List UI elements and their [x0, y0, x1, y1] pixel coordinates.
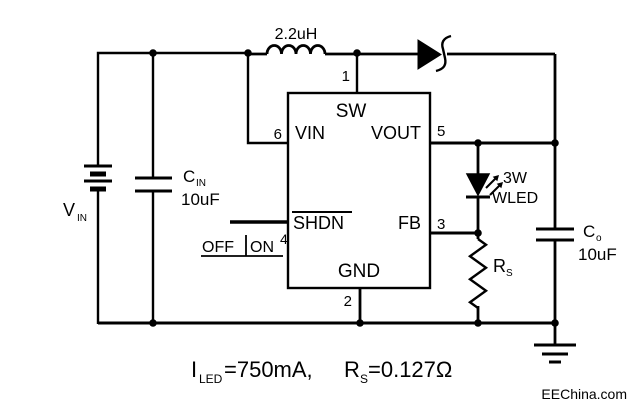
cin-label: C: [183, 167, 195, 186]
junction-dot: [149, 49, 157, 57]
wled-power-label: 3W: [503, 170, 528, 187]
junction-dot: [551, 139, 559, 147]
battery-icon: [84, 164, 112, 192]
shdn-control-annotation: OFF ON 4: [201, 231, 288, 257]
co-label: C: [583, 222, 595, 241]
inductor-value: 2.2uH: [275, 26, 318, 43]
junction-dot: [244, 49, 252, 57]
wire-top-rail: [96, 51, 248, 165]
caption-r-sub: S: [360, 372, 368, 386]
shdn-on-label: ON: [250, 239, 274, 256]
caption-i: I: [191, 357, 197, 382]
ic-pin-fb-number: 3: [437, 216, 445, 233]
ic-pin-gnd-label: GND: [338, 261, 380, 282]
junction-dot: [474, 139, 482, 147]
junction-dot: [474, 229, 482, 237]
wled-name-label: WLED: [492, 190, 538, 207]
caption: I LED =750mA, R S =0.127Ω: [191, 357, 452, 386]
shdn-off-label: OFF: [202, 239, 234, 256]
ic-pin-sw-number: 1: [342, 68, 350, 85]
led-icon: [465, 173, 503, 199]
caption-seg1: =750mA,: [224, 357, 313, 382]
inductor-icon: [265, 44, 327, 55]
junction-dot: [474, 319, 482, 327]
caption-i-sub: LED: [199, 372, 223, 386]
ic-pin-shdn-number: 4: [280, 231, 288, 247]
ic-pin-vin-number: 6: [274, 126, 282, 143]
schottky-diode-icon: [417, 34, 452, 73]
junction-dot: [149, 319, 157, 327]
wire-vin-branch: [246, 53, 288, 145]
ic-pin-vout-label: VOUT: [371, 123, 421, 143]
ic-body: [286, 91, 432, 290]
ic-pin-sw-label: SW: [336, 101, 367, 122]
co-label-sub: o: [596, 233, 602, 244]
caption-seg2: =0.127Ω: [368, 357, 452, 382]
ic-pin-vout-number: 5: [437, 123, 445, 140]
ic-pin-gnd-number: 2: [344, 293, 352, 310]
co-value: 10uF: [578, 245, 617, 264]
vin-source-label-sub: IN: [77, 213, 87, 224]
cin-value: 10uF: [181, 190, 220, 209]
junction-dot: [353, 49, 361, 57]
ic-pin-shdn-label: SHDN: [293, 213, 344, 233]
led-arrow-head: [496, 182, 503, 189]
capacitor-co-icon: [536, 227, 574, 242]
rs-label: R: [493, 256, 506, 276]
ground-icon: [534, 343, 576, 364]
capacitor-cin-icon: [135, 176, 172, 193]
junction-dot: [551, 319, 559, 327]
ic-pin-fb-label: FB: [398, 213, 421, 233]
cin-label-sub: IN: [196, 178, 206, 189]
led-arrow-head: [492, 175, 499, 182]
junction-dots: [149, 49, 559, 327]
rs-label-sub: S: [506, 268, 513, 279]
resistor-rs-icon: [467, 238, 489, 309]
watermark: EEChina.com: [541, 386, 627, 402]
ic-pin-vin-label: VIN: [295, 123, 325, 143]
caption-r: R: [344, 357, 360, 382]
junction-dot: [356, 319, 364, 327]
vin-source-label: V: [63, 200, 75, 220]
